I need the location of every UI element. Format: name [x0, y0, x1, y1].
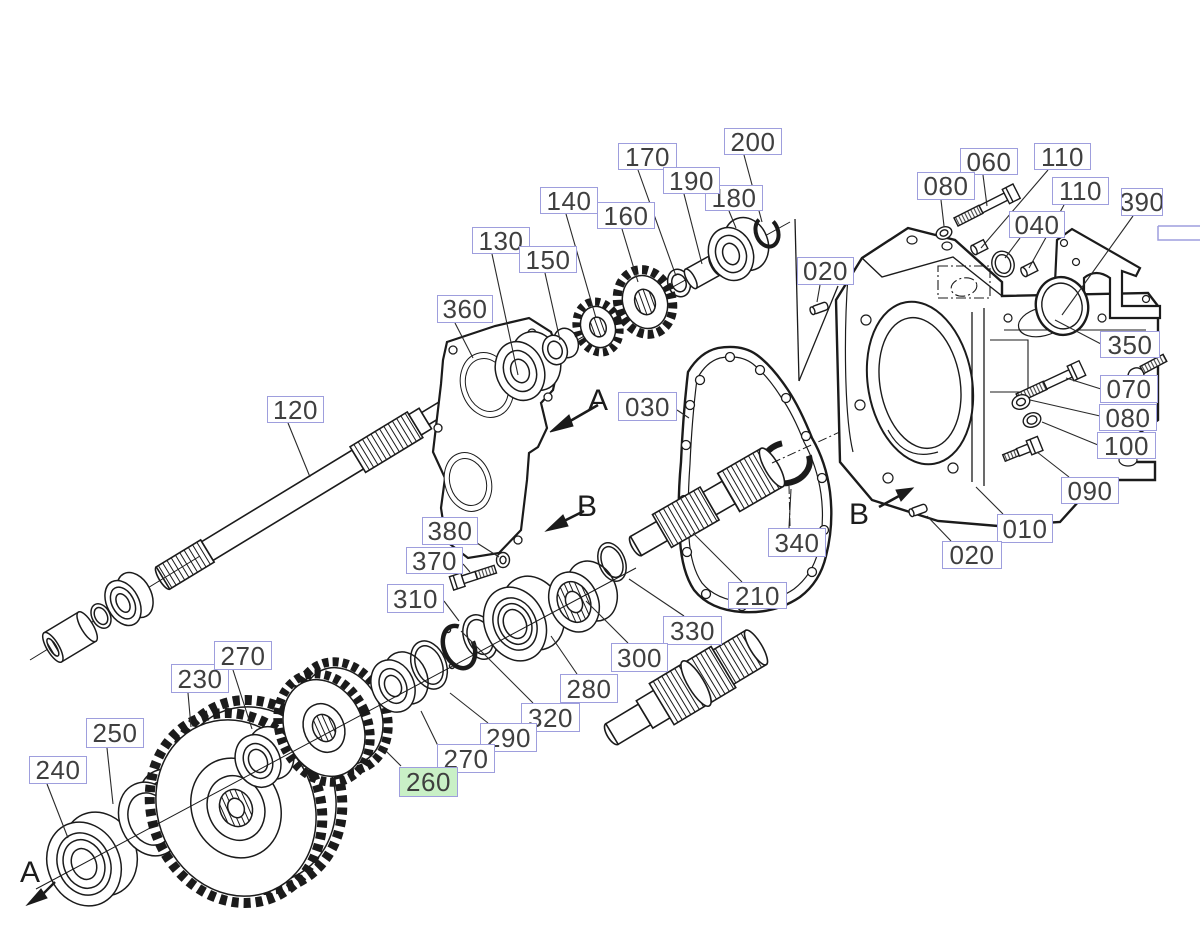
collar-150 — [541, 327, 580, 366]
small-parts — [448, 301, 928, 591]
section-marker-b-left: B — [577, 490, 598, 523]
bolt-370 — [448, 564, 498, 591]
part-label-060[interactable]: 060 — [960, 148, 1018, 175]
gear-140 — [572, 297, 624, 357]
part-label-190[interactable]: 190 — [663, 167, 720, 194]
part-label-360[interactable]: 360 — [437, 295, 493, 323]
part-label-160[interactable]: 160 — [597, 202, 655, 229]
input-shaft-bearing-cluster — [29, 555, 201, 663]
section-break-lines — [794, 218, 839, 382]
part-label-350[interactable]: 350 — [1100, 331, 1160, 358]
part-label-080-top[interactable]: 080 — [917, 172, 975, 200]
ring-040 — [991, 250, 1015, 278]
circlip-310 — [440, 623, 478, 671]
part-label-140[interactable]: 140 — [540, 187, 598, 214]
part-label-390[interactable]: 390 — [1121, 188, 1163, 216]
pto-shaft-210 — [628, 447, 786, 557]
part-label-100[interactable]: 100 — [1097, 432, 1156, 459]
part-label-150[interactable]: 150 — [519, 246, 577, 273]
section-marker-a-top: A — [588, 384, 609, 417]
part-label-330[interactable]: 330 — [663, 616, 722, 645]
part-label-170[interactable]: 170 — [618, 143, 677, 170]
plug-110-a — [970, 238, 989, 256]
part-label-020-bottom[interactable]: 020 — [942, 541, 1002, 569]
seal-350 — [1034, 275, 1090, 337]
bolt-060 — [953, 183, 1022, 227]
bolt-090 — [1001, 435, 1044, 463]
pto-shaft-220 — [603, 629, 769, 746]
part-label-290[interactable]: 290 — [480, 723, 537, 752]
pin-020-left — [809, 301, 829, 316]
part-label-070[interactable]: 070 — [1100, 375, 1158, 403]
part-label-090[interactable]: 090 — [1061, 477, 1119, 504]
section-marker-b-right: B — [849, 498, 870, 531]
snap-ring-290 — [409, 640, 449, 690]
part-label-340[interactable]: 340 — [768, 528, 826, 557]
gear-160 — [612, 265, 678, 339]
part-label-020-left[interactable]: 020 — [797, 257, 854, 285]
cropped-label-box — [1157, 225, 1200, 241]
part-label-200[interactable]: 200 — [724, 128, 782, 155]
washer-080-top — [935, 226, 953, 240]
part-label-370[interactable]: 370 — [406, 547, 463, 574]
snap-ring-200 — [753, 215, 781, 249]
section-arrows — [25, 403, 915, 907]
countershaft-parts — [494, 215, 791, 402]
washer-080-right — [1011, 394, 1031, 410]
part-label-040[interactable]: 040 — [1009, 211, 1065, 238]
bearing-130 — [494, 330, 562, 402]
part-label-120[interactable]: 120 — [267, 396, 324, 423]
washer-380 — [495, 551, 511, 569]
part-label-310[interactable]: 310 — [387, 584, 444, 613]
top-fasteners — [935, 183, 1039, 278]
part-label-240[interactable]: 240 — [29, 756, 87, 784]
part-label-270-left[interactable]: 270 — [214, 641, 272, 670]
part-label-110-b[interactable]: 110 — [1052, 177, 1109, 205]
part-label-280[interactable]: 280 — [560, 674, 618, 703]
part-label-210[interactable]: 210 — [728, 582, 787, 609]
part-label-260-highlighted[interactable]: 260 — [399, 767, 458, 797]
part-label-080-right[interactable]: 080 — [1099, 404, 1157, 431]
part-label-230[interactable]: 230 — [171, 664, 229, 693]
plug-110-b — [1020, 260, 1039, 278]
pin-020-bottom — [908, 503, 928, 518]
part-label-250[interactable]: 250 — [86, 718, 144, 748]
counter-gear-train — [35, 542, 637, 908]
o-ring-330 — [597, 542, 627, 582]
part-label-010[interactable]: 010 — [997, 514, 1053, 543]
part-label-380[interactable]: 380 — [422, 517, 478, 545]
part-label-110-a[interactable]: 110 — [1034, 143, 1091, 170]
part-label-030[interactable]: 030 — [618, 392, 677, 421]
section-marker-a-bottom: A — [20, 856, 41, 889]
nut-100 — [1022, 412, 1042, 428]
part-label-300[interactable]: 300 — [611, 643, 668, 672]
